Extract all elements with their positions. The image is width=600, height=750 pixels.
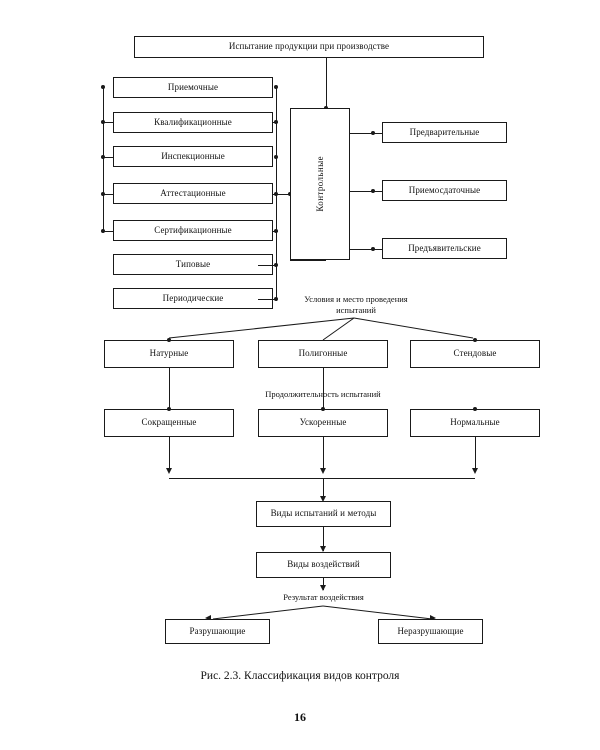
node-left-0-label: Приемочные: [167, 81, 219, 92]
label-duration: Продолжительность испытаний: [238, 389, 408, 400]
arrow-down-icon: [320, 546, 326, 552]
connector-right-stub: [258, 265, 277, 266]
node-left-5-label: Типовые: [175, 258, 211, 269]
connector-cond1-dur1: [323, 368, 324, 409]
junction-dot: [101, 85, 105, 89]
node-result-0-label: Разрушающие: [189, 625, 246, 636]
connector-cond0-dur0: [169, 368, 170, 409]
connector-root-to-control: [326, 58, 327, 108]
node-control-label: Контрольные: [315, 156, 325, 212]
junction-dot: [371, 247, 375, 251]
node-duration-1-label: Ускоренные: [299, 417, 347, 428]
node-duration-0: Сокращенные: [104, 409, 234, 437]
bracket-right-bottom: [290, 260, 326, 261]
figure-caption: Рис. 2.3. Классификация видов контроля: [0, 670, 600, 682]
connector-right-stub: [273, 194, 278, 195]
collector-bar: [169, 478, 475, 479]
connector-dur2-down: [475, 437, 476, 470]
connector-left-stub: [103, 157, 113, 158]
connector-attest-to-control: [276, 194, 290, 195]
junction-dot: [371, 189, 375, 193]
node-condition-2: Стендовые: [410, 340, 540, 368]
node-result-0: Разрушающие: [165, 619, 270, 644]
page-number-text: 16: [294, 710, 306, 724]
connector-right-stub: [273, 122, 278, 123]
arrow-left-icon: [205, 615, 211, 621]
arrow-down-icon: [320, 496, 326, 502]
node-left-3: Аттестационные: [113, 183, 273, 204]
node-condition-0: Натурные: [104, 340, 234, 368]
node-left-1: Квалификационные: [113, 112, 273, 133]
connector-impact-to-result: [323, 578, 324, 590]
node-condition-1-label: Полигонные: [298, 348, 348, 359]
connector-left-stub: [103, 231, 113, 232]
connector-right-stub: [273, 231, 278, 232]
node-right-0-label: Предварительные: [409, 126, 480, 137]
connector-dur0-down: [169, 437, 170, 470]
arrow-down-icon: [320, 468, 326, 474]
node-right-1-label: Приемосдаточные: [408, 184, 481, 195]
junction-dot: [371, 131, 375, 135]
node-condition-0-label: Натурные: [149, 348, 189, 359]
connector-control-right-0: [350, 133, 382, 134]
node-impact-types: Виды воздействий: [256, 552, 391, 578]
label-conditions: Условия и место проведения испытаний: [286, 294, 426, 315]
connector-right-stub: [258, 299, 277, 300]
connector-left-stub: [103, 122, 113, 123]
node-left-6-label: Периодические: [162, 292, 224, 303]
figure-caption-text: Рис. 2.3. Классификация видов контроля: [200, 670, 400, 682]
junction-dot: [274, 85, 278, 89]
junction-dot: [167, 338, 171, 342]
label-impact-result: Результат воздействия: [256, 592, 391, 603]
node-left-1-label: Квалификационные: [154, 116, 232, 127]
node-root: Испытание продукции при производстве: [134, 36, 484, 58]
node-duration-2-label: Нормальные: [450, 417, 500, 428]
node-result-1: Неразрушающие: [378, 619, 483, 644]
node-right-2-label: Предъявительские: [408, 242, 481, 253]
node-condition-1: Полигонные: [258, 340, 388, 368]
node-right-2: Предъявительские: [382, 238, 507, 259]
connector-left-stub: [103, 194, 113, 195]
node-left-0: Приемочные: [113, 77, 273, 98]
junction-dot: [274, 155, 278, 159]
node-impact-types-label: Виды воздействий: [287, 559, 360, 570]
label-conditions-line2: испытаний: [336, 304, 376, 315]
node-left-2-label: Инспекционные: [161, 150, 225, 161]
node-left-5: Типовые: [113, 254, 273, 275]
junction-dot: [473, 407, 477, 411]
node-left-2: Инспекционные: [113, 146, 273, 167]
node-types-methods-label: Виды испытаний и методы: [270, 508, 377, 519]
arrow-right-icon: [430, 615, 436, 621]
arrow-down-icon: [166, 468, 172, 474]
junction-dot: [321, 407, 325, 411]
label-impact-result-text: Результат воздействия: [283, 592, 364, 602]
node-root-label: Испытание продукции при производстве: [228, 41, 390, 52]
node-left-4: Сертификационные: [113, 220, 273, 241]
node-duration-1: Ускоренные: [258, 409, 388, 437]
page-number: 16: [0, 710, 600, 725]
label-duration-text: Продолжительность испытаний: [265, 389, 381, 399]
junction-dot: [473, 338, 477, 342]
node-left-3-label: Аттестационные: [160, 187, 226, 198]
node-left-6: Периодические: [113, 288, 273, 309]
node-duration-2: Нормальные: [410, 409, 540, 437]
bus-left-vertical: [103, 86, 104, 232]
node-result-1-label: Неразрушающие: [397, 625, 464, 636]
connector-collector-to-types: [323, 478, 324, 500]
node-duration-0-label: Сокращенные: [141, 417, 197, 428]
node-right-0: Предварительные: [382, 122, 507, 143]
arrow-down-icon: [320, 585, 326, 591]
node-condition-2-label: Стендовые: [453, 348, 497, 359]
arrow-down-icon: [472, 468, 478, 474]
node-left-4-label: Сертификационные: [154, 224, 232, 235]
connector-control-right-1: [350, 191, 382, 192]
connector-types-to-impact: [323, 527, 324, 551]
node-types-methods: Виды испытаний и методы: [256, 501, 391, 527]
label-conditions-line1: Условия и место проведения: [304, 294, 408, 304]
connector-dur1-down: [323, 437, 324, 470]
node-right-1: Приемосдаточные: [382, 180, 507, 201]
connector-control-right-2: [350, 249, 382, 250]
node-control: Контрольные: [290, 108, 350, 260]
junction-dot: [167, 407, 171, 411]
